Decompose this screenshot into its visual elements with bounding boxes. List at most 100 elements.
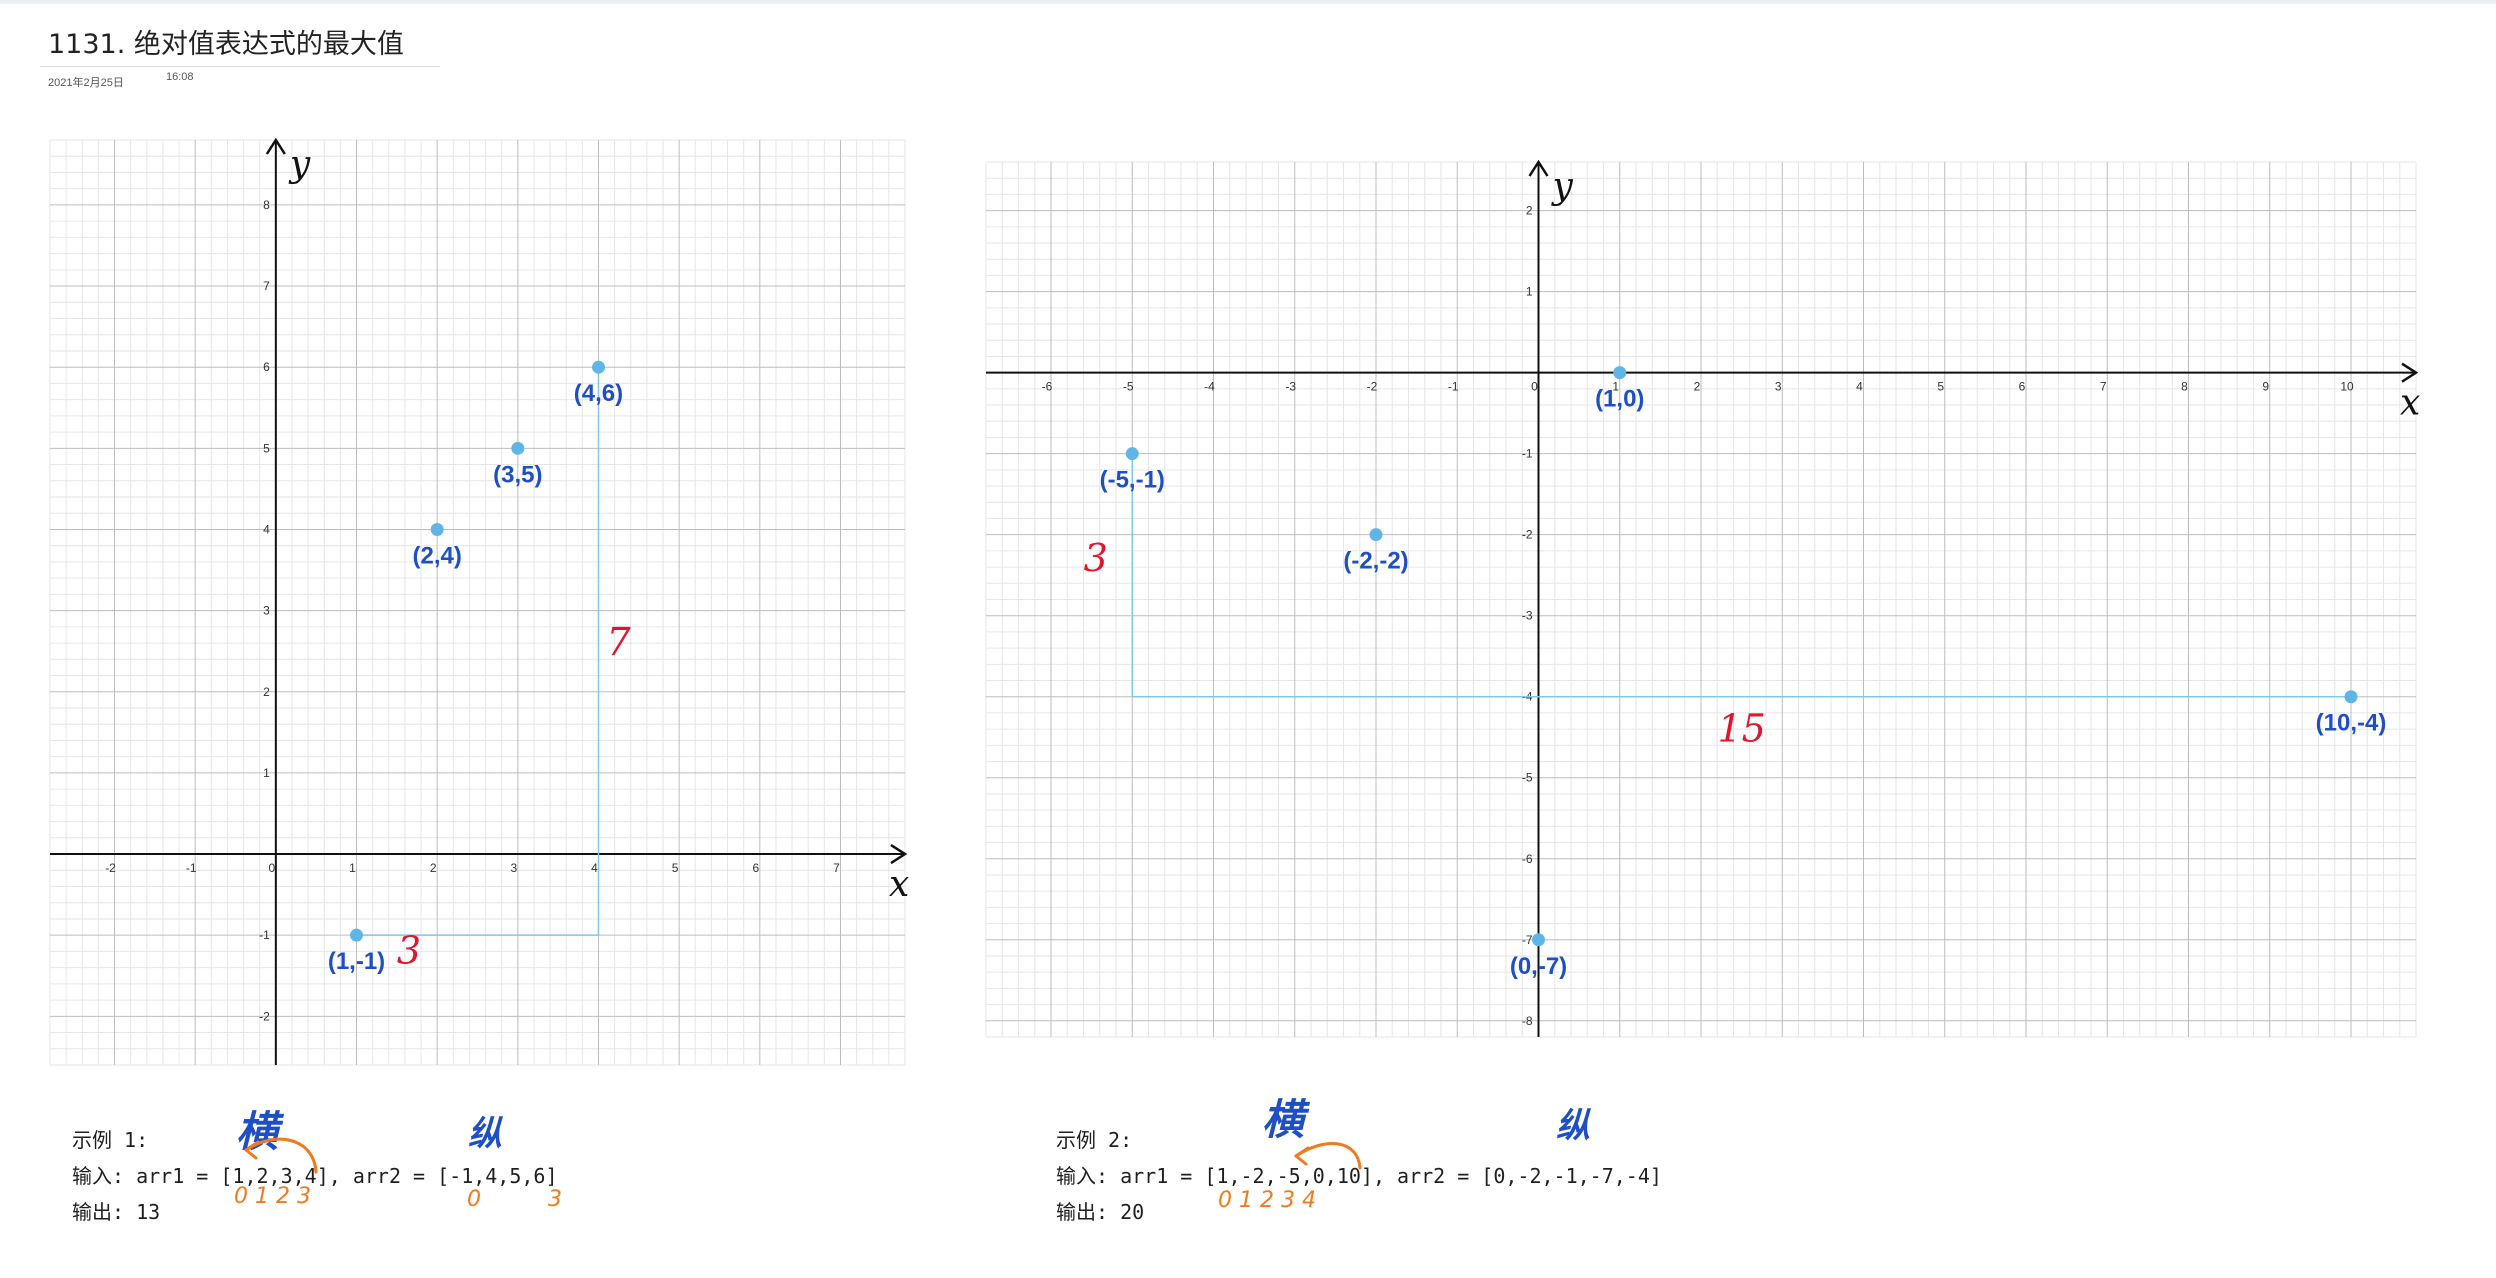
ink-horizontal-label-1: 横 xyxy=(236,1107,279,1156)
guide-lines xyxy=(356,367,600,936)
point-label: (1,0) xyxy=(1595,386,1644,413)
ink-swap-arrow-ex1 xyxy=(244,1137,318,1174)
example-1-input: 输入: arr1 = [1,2,3,4], arr2 = [-1,4,5,6] xyxy=(72,1164,558,1188)
note-date: 2021年2月25日 xyxy=(48,77,124,89)
data-point xyxy=(1125,447,1139,461)
x-tick-label: 6 xyxy=(2019,380,2026,394)
x-tick-label: -2 xyxy=(105,861,116,875)
example-1-heading: 示例 1: xyxy=(72,1128,149,1152)
data-point xyxy=(350,928,364,942)
x-tick-label: 0 xyxy=(269,861,276,875)
grid xyxy=(985,161,2417,1038)
x-tick-label: -6 xyxy=(1042,380,1053,394)
point-label: (10,-4) xyxy=(2316,710,2387,737)
ink-vertical-label-2: 纵 xyxy=(1556,1106,1590,1146)
x-tick-label: 4 xyxy=(591,861,598,875)
annotations: 37 xyxy=(397,620,632,972)
data-point xyxy=(430,522,444,536)
title-divider xyxy=(40,66,440,67)
y-tick-label: -8 xyxy=(1522,1014,1533,1028)
y-tick-label: 7 xyxy=(263,279,270,293)
distance-annotation: 3 xyxy=(397,929,421,973)
point-label: (1,-1) xyxy=(328,948,385,975)
x-tick-label: -5 xyxy=(1123,380,1134,394)
example-1-output: 输出: 13 xyxy=(72,1200,161,1224)
point-label: (0,-7) xyxy=(1510,953,1567,980)
point-label: (2,4) xyxy=(412,542,461,569)
ink-vertical-label-1: 纵 xyxy=(468,1114,502,1154)
y-tick-label: 1 xyxy=(1526,285,1533,299)
y-tick-label: -6 xyxy=(1522,852,1533,866)
x-axis-label: x xyxy=(889,864,909,905)
ink-horizontal-label-2: 横 xyxy=(1262,1095,1305,1144)
y-tick-label: 2 xyxy=(1526,204,1533,218)
data-point xyxy=(591,360,605,374)
example-2-output: 输出: 20 xyxy=(1056,1200,1145,1224)
data-points: (1,0) (-5,-1) (-2,-2) (10,-4) (0,-7) xyxy=(1100,366,2387,980)
annotations: 3 15 xyxy=(1084,536,1766,750)
y-axis-label: y xyxy=(1551,166,1574,207)
y-tick-label: -1 xyxy=(1522,447,1533,461)
x-tick-label: 9 xyxy=(2262,380,2269,394)
example-2-input: 输入: arr1 = [1,-2,-5,0,10], arr2 = [0,-2,… xyxy=(1056,1164,1662,1188)
page-title: 1131. 绝对值表达式的最大值 xyxy=(48,29,404,60)
y-tick-label: -2 xyxy=(1522,528,1533,542)
ink-index-arr2-last-ex1: 3 xyxy=(548,1187,562,1212)
point-label: (4,6) xyxy=(574,380,623,407)
y-axis-arrow xyxy=(1528,159,1549,177)
x-tick-label: 7 xyxy=(2100,380,2107,394)
ink-index-arr2-first-ex1: 0 xyxy=(467,1187,481,1212)
x-tick-label: -3 xyxy=(1285,380,1296,394)
x-tick-label: 7 xyxy=(833,861,840,875)
y-axis-arrow xyxy=(265,137,286,155)
point-label: (-2,-2) xyxy=(1343,548,1408,575)
x-tick-label: 2 xyxy=(1694,380,1701,394)
ink-swap-arrow-ex2 xyxy=(1294,1142,1362,1170)
y-tick-label: -7 xyxy=(1522,933,1533,947)
ink-indices-arr1-ex1: 0 1 2 3 xyxy=(234,1184,311,1209)
x-tick-label: -1 xyxy=(186,861,197,875)
x-tick-label: 10 xyxy=(2340,380,2354,394)
window-top-bar xyxy=(0,0,2496,4)
x-tick-label: 1 xyxy=(1612,380,1619,394)
x-tick-label: 3 xyxy=(1775,380,1782,394)
data-point xyxy=(1369,528,1383,542)
x-tick-label: 3 xyxy=(510,861,517,875)
y-tick-label: 4 xyxy=(263,522,270,536)
x-tick-label: 0 xyxy=(1531,380,1538,394)
data-point xyxy=(511,441,525,455)
y-tick-label: 6 xyxy=(263,360,270,374)
y-tick-label: 2 xyxy=(263,685,270,699)
point-label: (-5,-1) xyxy=(1100,467,1165,494)
y-tick-label: -3 xyxy=(1522,609,1533,623)
y-tick-label: -5 xyxy=(1522,771,1533,785)
y-tick-label: 1 xyxy=(263,766,270,780)
x-axis-label: x xyxy=(2400,383,2420,424)
y-axis-label: y xyxy=(288,144,311,185)
data-point xyxy=(1532,933,1545,947)
x-tick-label: 2 xyxy=(430,861,437,875)
y-tick-label: 8 xyxy=(263,198,270,212)
x-tick-label: -2 xyxy=(1367,380,1378,394)
x-tick-label: -1 xyxy=(1448,380,1459,394)
x-axis-arrow xyxy=(2401,362,2419,383)
data-points: (1,-1) (2,4) (3,5) (4,6) xyxy=(328,360,623,975)
data-point xyxy=(2344,690,2358,704)
grid xyxy=(49,139,906,1066)
x-tick-label: 5 xyxy=(1937,380,1944,394)
y-tick-label: -2 xyxy=(259,1009,270,1023)
y-tick-label: 5 xyxy=(263,441,270,455)
x-tick-label: 6 xyxy=(752,861,759,875)
guide-lines xyxy=(1131,453,2351,698)
x-axis-arrow xyxy=(890,843,908,865)
distance-annotation: 15 xyxy=(1717,706,1765,750)
x-tick-label: 1 xyxy=(349,861,356,875)
x-tick-label: 4 xyxy=(1856,380,1863,394)
distance-annotation: 3 xyxy=(1084,536,1108,580)
x-tick-label: 5 xyxy=(672,861,679,875)
x-tick-label: 8 xyxy=(2181,380,2188,394)
point-label: (3,5) xyxy=(493,461,542,488)
